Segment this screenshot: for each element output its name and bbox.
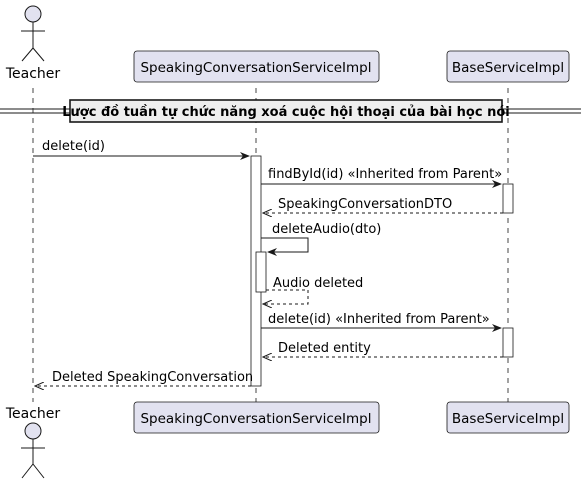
participant-service-label-top: SpeakingConversationServiceImpl	[140, 60, 371, 76]
participant-base-top: BaseServiceImpl	[446, 50, 570, 83]
message-deleted-entity: Deleted entity	[263, 341, 503, 357]
participant-base-label-top: BaseServiceImpl	[452, 60, 564, 76]
participant-service-top: SpeakingConversationServiceImpl	[133, 50, 380, 83]
message-deleteaudio-label: deleteAudio(dto)	[272, 222, 381, 237]
message-delete-inherited: delete(id) «Inherited from Parent»	[261, 312, 502, 332]
participant-service-label-bottom: SpeakingConversationServiceImpl	[140, 411, 371, 427]
actor-teacher-label-bottom: Teacher	[5, 406, 61, 422]
message-audio-deleted: Audio deleted	[263, 276, 363, 304]
participant-base-label-bottom: BaseServiceImpl	[452, 411, 564, 427]
actor-head	[24, 5, 42, 23]
actor-teacher-bottom: Teacher	[5, 406, 61, 479]
participant-base-bottom: BaseServiceImpl	[446, 401, 570, 434]
message-delete: delete(id)	[33, 139, 250, 160]
divider: Lược đồ tuần tự chức năng xoá cuộc hội t…	[0, 99, 581, 123]
divider-label: Lược đồ tuần tự chức năng xoá cuộc hội t…	[62, 105, 509, 120]
message-deleted-conversation-label: Deleted SpeakingConversation	[52, 370, 253, 385]
actor-teacher-top: Teacher	[5, 5, 61, 82]
message-deleteaudio: deleteAudio(dto)	[261, 222, 381, 256]
message-deleted-conversation: Deleted SpeakingConversation	[35, 370, 253, 386]
message-delete-inherited-label: delete(id) «Inherited from Parent»	[268, 312, 490, 327]
actor-head	[24, 422, 42, 440]
message-findbyid-label: findById(id) «Inherited from Parent»	[268, 167, 502, 182]
message-delete-label: delete(id)	[42, 139, 105, 154]
message-findbyid: findById(id) «Inherited from Parent»	[261, 167, 502, 188]
message-dto-return: SpeakingConversationDTO	[263, 197, 503, 213]
activation-base-1	[502, 183, 514, 214]
message-deleted-entity-label: Deleted entity	[278, 341, 371, 356]
message-dto-return-label: SpeakingConversationDTO	[278, 197, 452, 212]
participant-service-bottom: SpeakingConversationServiceImpl	[133, 401, 380, 434]
message-audio-deleted-label: Audio deleted	[273, 276, 363, 291]
actor-teacher-label-top: Teacher	[5, 66, 61, 82]
activation-service-nested	[255, 251, 267, 293]
activation-base-2	[502, 327, 514, 358]
